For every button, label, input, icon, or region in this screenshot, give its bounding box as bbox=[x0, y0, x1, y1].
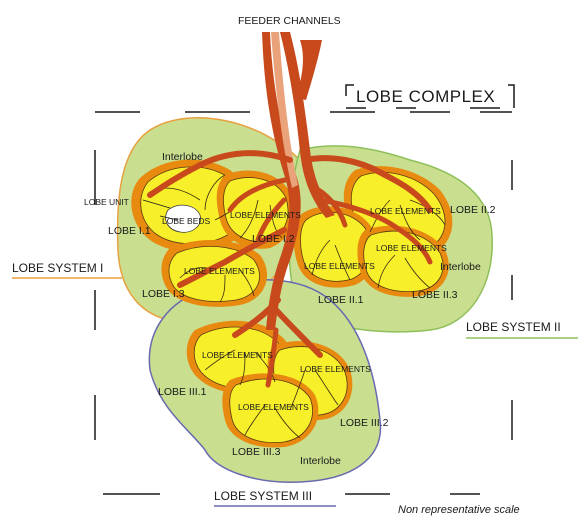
lobe-system-3-label: LOBE SYSTEM III bbox=[214, 489, 312, 503]
lobe-elements-label-6: LOBE ELEMENTS bbox=[202, 350, 273, 360]
lobe-elements-label-2: LOBE ELEMENTS bbox=[184, 266, 255, 276]
interlobe-label-2: Interlobe bbox=[440, 261, 481, 273]
lobe-elements-label-7: LOBE ELEMENTS bbox=[300, 364, 371, 374]
feeder-channel-right bbox=[296, 40, 322, 100]
lobe-beds-label: LOBE BEDS bbox=[162, 216, 211, 226]
lobe-ii1-label: LOBE II.1 bbox=[318, 294, 364, 306]
lobe-i1-label: LOBE I.1 bbox=[108, 225, 151, 237]
lobe-elements-label-8: LOBE ELEMENTS bbox=[238, 402, 309, 412]
lobe-i3-label: LOBE I.3 bbox=[142, 288, 185, 300]
interlobe-label-3: Interlobe bbox=[300, 455, 341, 467]
lobe-complex-label: LOBE COMPLEX bbox=[356, 87, 495, 106]
lobe-system-1-label: LOBE SYSTEM I bbox=[12, 261, 103, 275]
scale-note: Non representative scale bbox=[398, 504, 520, 516]
lobe-elements-label-3: LOBE ELEMENTS bbox=[370, 206, 441, 216]
lobe-iii1-label: LOBE III.1 bbox=[158, 386, 207, 398]
lobe-iii2-label: LOBE III.2 bbox=[340, 417, 389, 429]
lobe-i2-label: LOBE I.2 bbox=[252, 233, 295, 245]
lobe-iii3-label: LOBE III.3 bbox=[232, 446, 281, 458]
lobe-elements-label-1: LOBE ELEMENTS bbox=[230, 210, 301, 220]
lobe-unit-label: LOBE UNIT bbox=[84, 197, 129, 207]
lobe-elements-label-4: LOBE ELEMENTS bbox=[376, 243, 447, 253]
feeder-channels-label: FEEDER CHANNELS bbox=[238, 15, 341, 27]
lobe-ii2-label: LOBE II.2 bbox=[450, 204, 496, 216]
interlobe-label-1: Interlobe bbox=[162, 151, 203, 163]
lobe-system-2-label: LOBE SYSTEM II bbox=[466, 320, 561, 334]
lobe-elements-label-5: LOBE ELEMENTS bbox=[304, 261, 375, 271]
lobe-ii3-label: LOBE II.3 bbox=[412, 289, 458, 301]
